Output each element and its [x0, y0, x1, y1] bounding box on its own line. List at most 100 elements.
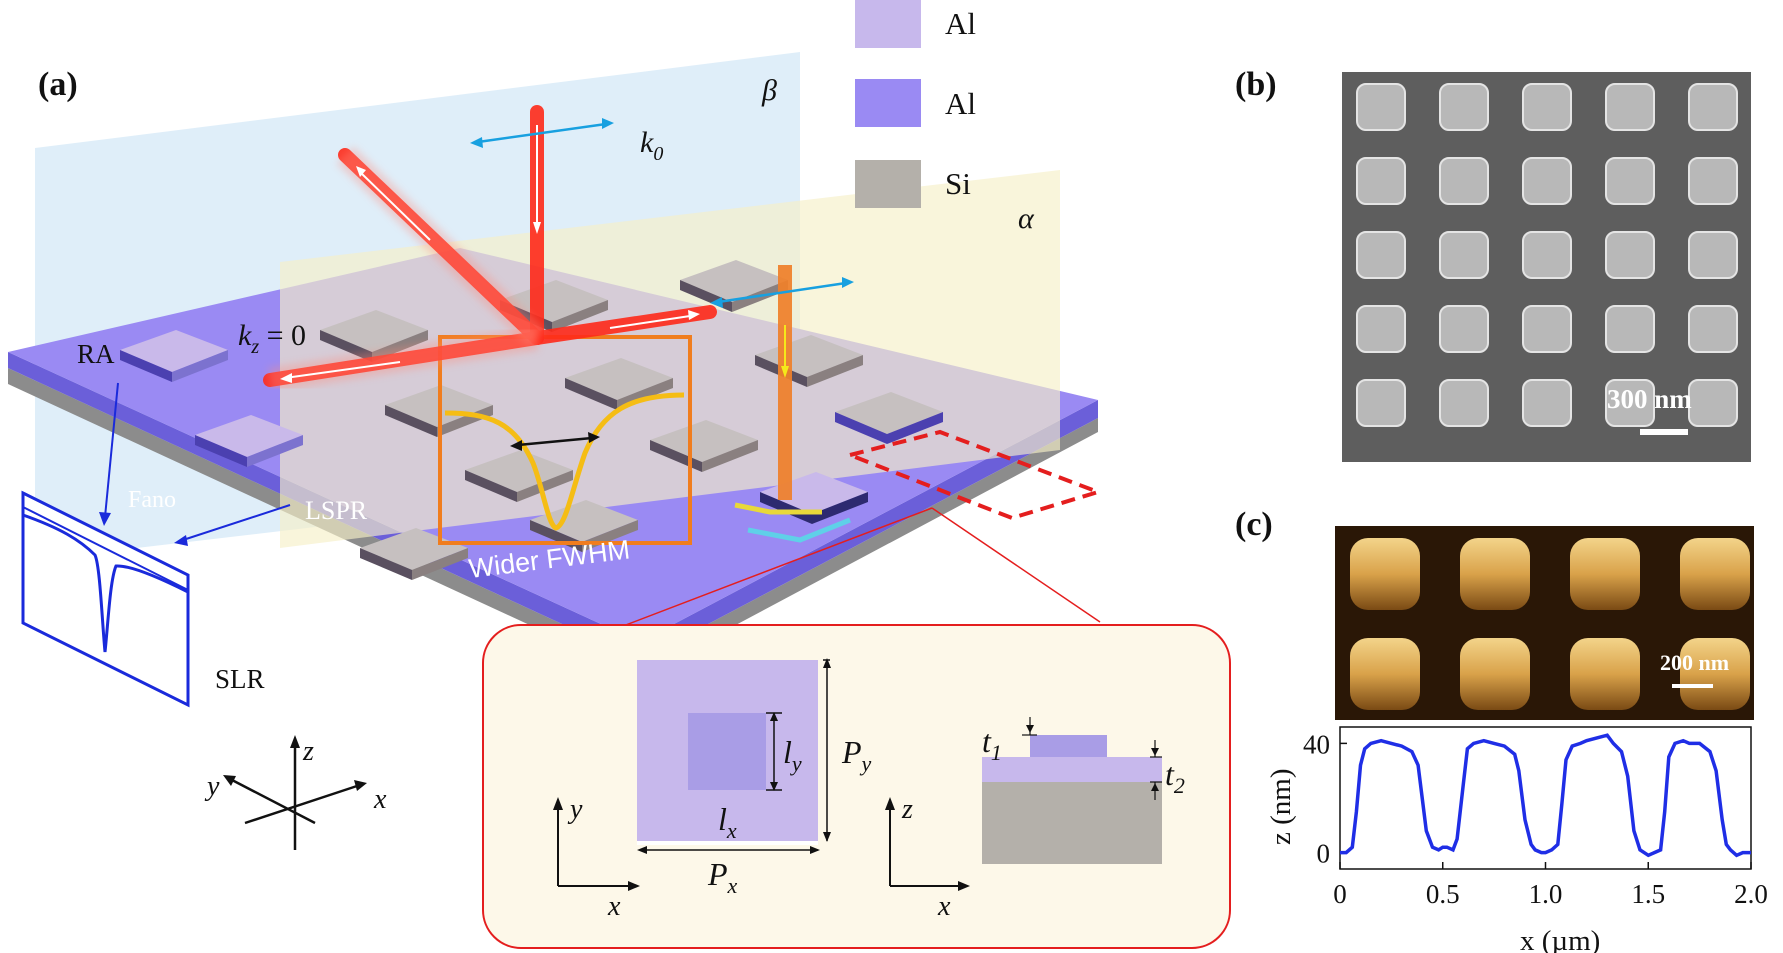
sem-nanopad: [1439, 305, 1489, 353]
py-label: Py: [841, 734, 872, 776]
side-view-al-pad: [1030, 735, 1107, 757]
chart-xlabel: x (µm): [1520, 925, 1600, 953]
px-label: Px: [707, 856, 738, 898]
chart-ylabel: z (nm): [1265, 769, 1297, 846]
lx-label: lx: [718, 801, 737, 843]
fano-dip-curve: [444, 392, 685, 531]
k0-label: k0: [640, 126, 663, 165]
inset-axis-x: x: [607, 891, 621, 922]
polarization-arrows: [470, 118, 854, 308]
sem-nanopad: [1356, 83, 1406, 131]
sem-nanopad: [1605, 157, 1655, 205]
afm-nanopad: [1680, 638, 1750, 710]
sem-nanopad: [1605, 305, 1655, 353]
sem-nanopad: [1356, 157, 1406, 205]
panel-label-b: (b): [1235, 66, 1277, 103]
afm-nanopad: [1460, 538, 1530, 610]
x-tick-label: 0.5: [1426, 879, 1460, 909]
afm-nanopad: [1570, 538, 1640, 610]
afm-nanopad: [1350, 638, 1420, 710]
sem-nanopad: [1605, 83, 1655, 131]
sem-scale-label: 300 nm: [1607, 384, 1692, 414]
sem-nanopad: [1522, 157, 1572, 205]
inset-axis-y: y: [567, 794, 583, 825]
top-view-pad: [688, 713, 766, 790]
material-legend: Al Al Si: [855, 0, 976, 208]
sem-nanopad: [1356, 231, 1406, 279]
sem-nanopad: [1688, 83, 1738, 131]
ra-label: RA: [77, 339, 115, 369]
afm-nanopad: [1680, 538, 1750, 610]
x-tick-label: 1.0: [1529, 879, 1563, 909]
legend-swatch-si: [855, 160, 921, 208]
axes-3d: z x y: [204, 735, 387, 850]
legend-swatch-al-dark: [855, 79, 921, 127]
inset-axis-x: x: [937, 891, 951, 922]
sem-nanopad: [1356, 305, 1406, 353]
sem-nanopad: [1439, 231, 1489, 279]
ly-label: ly: [783, 734, 802, 776]
legend-swatch-al-light: [855, 0, 921, 48]
sem-nanopad: [1439, 83, 1489, 131]
fano-label: Fano: [128, 487, 176, 513]
sem-nanopad: [1522, 231, 1572, 279]
axis-y-label: y: [204, 771, 220, 802]
inset-axis-z: z: [901, 794, 913, 825]
afm-scale-label: 200 nm: [1660, 650, 1729, 675]
afm-nanopad: [1460, 638, 1530, 710]
alpha-label: α: [1018, 202, 1035, 235]
schematic-panel: (a): [8, 52, 1105, 850]
sem-nanopad: [1605, 231, 1655, 279]
unit-cell-detail-inset: ly Py lx Px y x t1 t2 z x: [482, 624, 1231, 949]
sem-nanopad: [1356, 379, 1406, 427]
sem-nanopad: [1522, 83, 1572, 131]
fwhm-arrow: [517, 436, 593, 447]
sem-nanopad: [1439, 379, 1489, 427]
chart-frame: [1339, 726, 1752, 870]
kz-label: kz = 0: [238, 319, 306, 358]
side-view-al-film: [982, 757, 1162, 782]
t2-label: t2: [1165, 756, 1185, 798]
sem-nanopads: [1356, 83, 1738, 427]
side-view-si: [982, 782, 1162, 864]
sem-nanopad: [1688, 305, 1738, 353]
panel-label-a: (a): [38, 66, 78, 103]
afm-panel: (c) 200 nm: [1235, 506, 1754, 720]
x-tick-label: 0: [1333, 879, 1347, 909]
panel-label-c: (c): [1235, 506, 1273, 543]
t1-label: t1: [982, 723, 1002, 765]
x-tick-label: 1.5: [1631, 879, 1665, 909]
axis-z-label: z: [302, 736, 314, 767]
y-tick-label: 0: [1317, 839, 1331, 869]
hotspot-edge: [747, 517, 851, 543]
sem-nanopad: [1688, 231, 1738, 279]
afm-nanopads: [1350, 538, 1750, 710]
y-tick-label: 40: [1303, 729, 1330, 759]
sem-panel: (b) 300 nm: [1235, 66, 1751, 462]
sem-nanopad: [1522, 379, 1572, 427]
legend-label: Al: [945, 86, 976, 121]
sem-nanopad: [1522, 305, 1572, 353]
slr-spectrum-inset: [21, 490, 190, 708]
legend-label: Al: [945, 6, 976, 41]
sem-nanopad: [1439, 157, 1489, 205]
slr-label: SLR: [215, 664, 265, 694]
ra-pointer: [104, 382, 119, 518]
red-beams: [263, 105, 717, 392]
legend-label: Si: [945, 166, 971, 201]
hotspot-edge: [734, 502, 822, 515]
sem-nanopad: [1605, 379, 1655, 427]
afm-nanopad: [1570, 638, 1640, 710]
sem-nanopad: [1688, 157, 1738, 205]
axis-x-label: x: [373, 784, 387, 815]
lspr-label: LSPR: [305, 496, 368, 525]
unit-cell-outline: [843, 429, 1105, 521]
lspr-pointer: [182, 504, 291, 541]
sem-nanopad: [1688, 379, 1738, 427]
beta-label: β: [761, 74, 777, 107]
afm-nanopad: [1350, 538, 1420, 610]
height-profile-line: [1340, 733, 1751, 858]
